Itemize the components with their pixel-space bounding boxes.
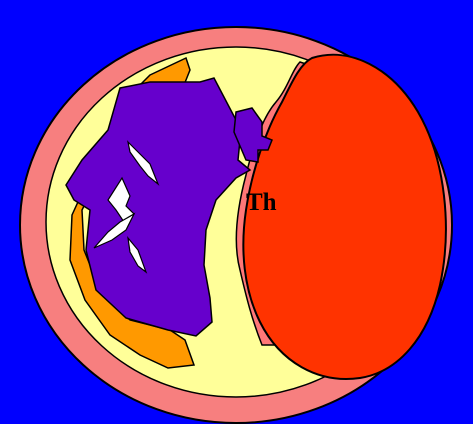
diagram-label: Th xyxy=(246,189,277,216)
